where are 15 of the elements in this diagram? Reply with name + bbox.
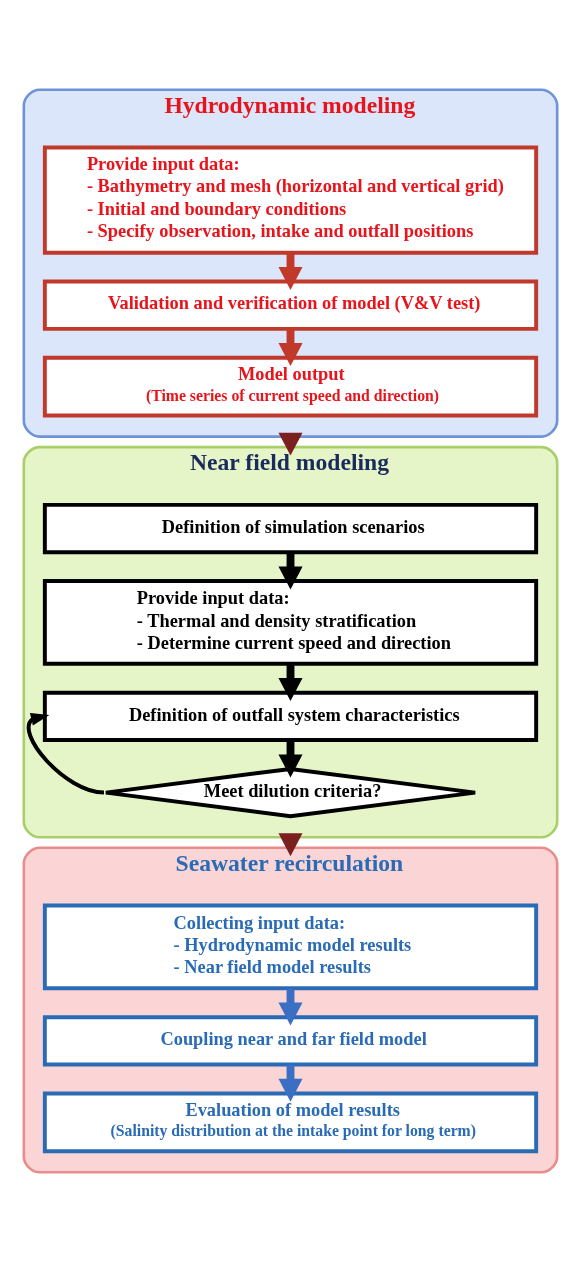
node-box: Validation and verification of model (V&V test) <box>42 279 539 331</box>
node-box: Provide input data: - Thermal and density stratification - Determine current speed and direction <box>42 579 539 666</box>
node-box: Model output (Time series of current speed and direction) <box>42 355 539 418</box>
arrow <box>26 713 105 795</box>
arrow <box>278 552 303 590</box>
node-box: Provide input data: - Bathymetry and mesh (horizontal and vertical grid) - Initial and boundary conditions - Specify observation, intake and outfall positions <box>42 145 539 255</box>
node-box: Definition of outfall system characteristics <box>42 690 539 742</box>
node-box: Collecting input data: - Hydrodynamic model results - Near field model results <box>42 903 539 991</box>
arrow <box>278 833 303 857</box>
node-box: Definition of simulation scenarios <box>42 502 539 555</box>
arrow <box>278 740 303 778</box>
arrow <box>278 432 303 456</box>
node-box: Coupling near and far field model <box>42 1015 539 1067</box>
node-diamond: Meet dilution criteria? <box>103 766 478 819</box>
node-box: Evaluation of model results (Salinity distribution at the intake point for long term) <box>42 1091 539 1154</box>
